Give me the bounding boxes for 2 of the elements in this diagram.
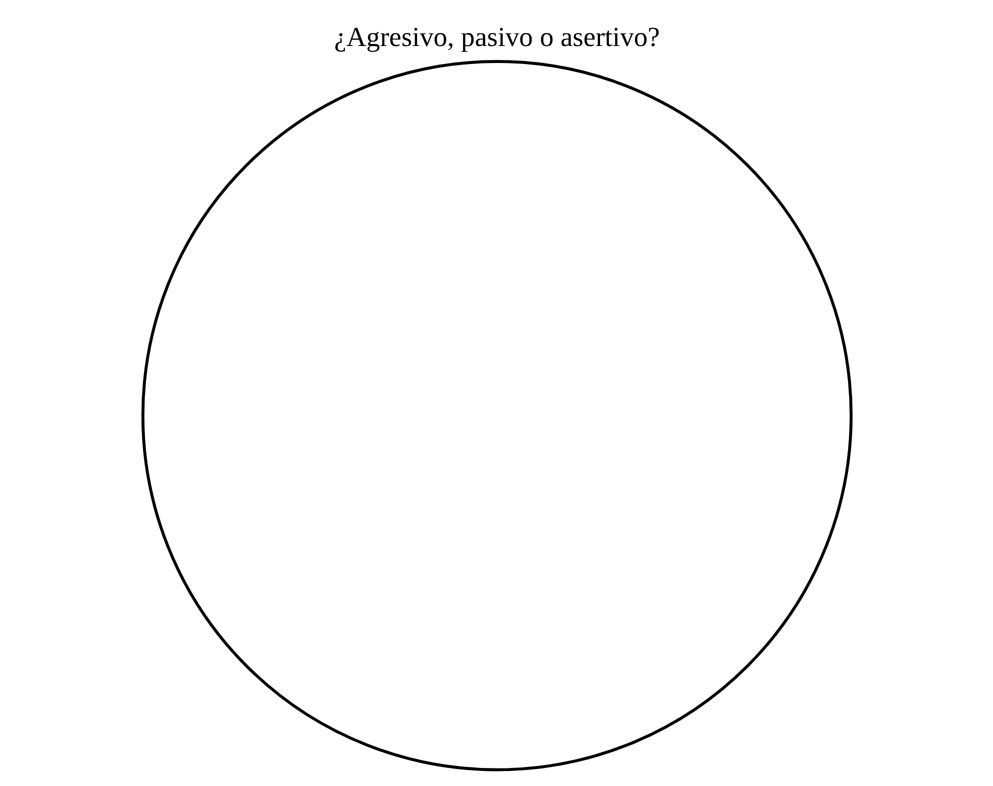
node-circle [140, 60, 852, 772]
diagram-title: ¿Agresivo, pasivo o asertivo? [334, 21, 660, 52]
